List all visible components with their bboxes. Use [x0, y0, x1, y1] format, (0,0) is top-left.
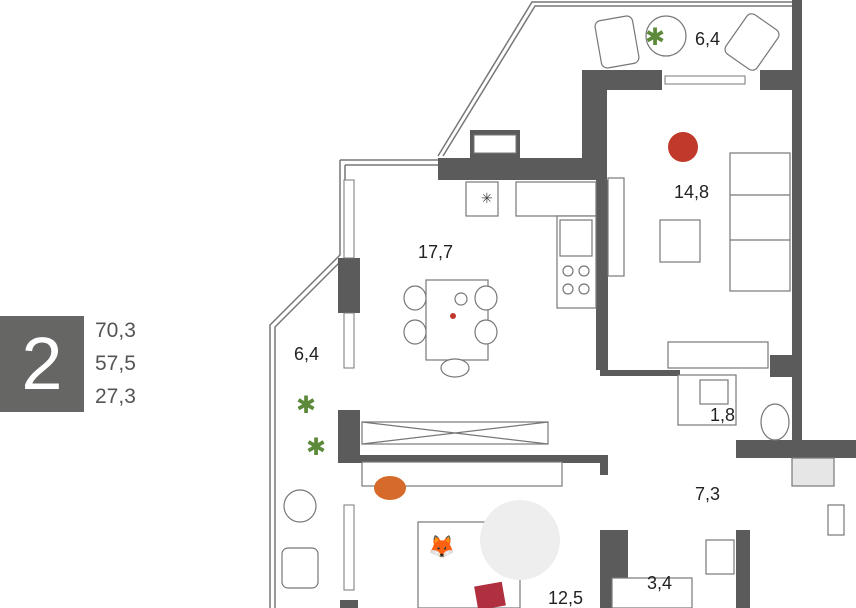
plant-icon: ✱ — [296, 392, 316, 419]
sofa — [729, 152, 791, 292]
room-area-living-room: 14,8 — [674, 182, 709, 202]
room-area-bedroom: 12,5 — [548, 588, 583, 608]
kitchen-area: 27,3 — [95, 385, 136, 408]
kitchen-furniture — [361, 177, 625, 445]
plant-icon: ✱ — [645, 24, 665, 51]
room-area-bathroom-small: 1,8 — [710, 405, 735, 425]
living-area: 57,5 — [95, 352, 136, 375]
room-area-kitchen: 17,7 — [418, 242, 453, 262]
lamp-icon — [450, 313, 456, 319]
plant-icons: ✱ ✱ ✱ — [296, 24, 665, 461]
room-area-bathroom: 3,4 — [647, 573, 672, 593]
fridge — [465, 181, 499, 217]
balcony-outlines — [269, 1, 792, 608]
room-area-balcony-top: 6,4 — [695, 29, 720, 49]
ceiling-light-icon — [668, 132, 698, 162]
plant-icon: ✱ — [306, 434, 326, 461]
room-area-hallway: 7,3 — [695, 484, 720, 504]
windows — [343, 75, 746, 591]
coffee-table — [659, 219, 701, 263]
rooms-count-badge: 2 — [0, 316, 84, 412]
chair-orange — [374, 476, 406, 500]
room-area-balcony-left: 6,4 — [294, 344, 319, 364]
total-area: 70,3 — [95, 319, 136, 342]
fan-icon: ✳ — [481, 190, 493, 206]
radiator — [667, 341, 769, 369]
area-summary: 70,3 57,5 27,3 — [95, 314, 136, 413]
living-furniture — [281, 13, 845, 608]
animal-icon: 🦊 — [428, 534, 455, 559]
rug — [480, 500, 560, 580]
pillow — [474, 581, 506, 608]
